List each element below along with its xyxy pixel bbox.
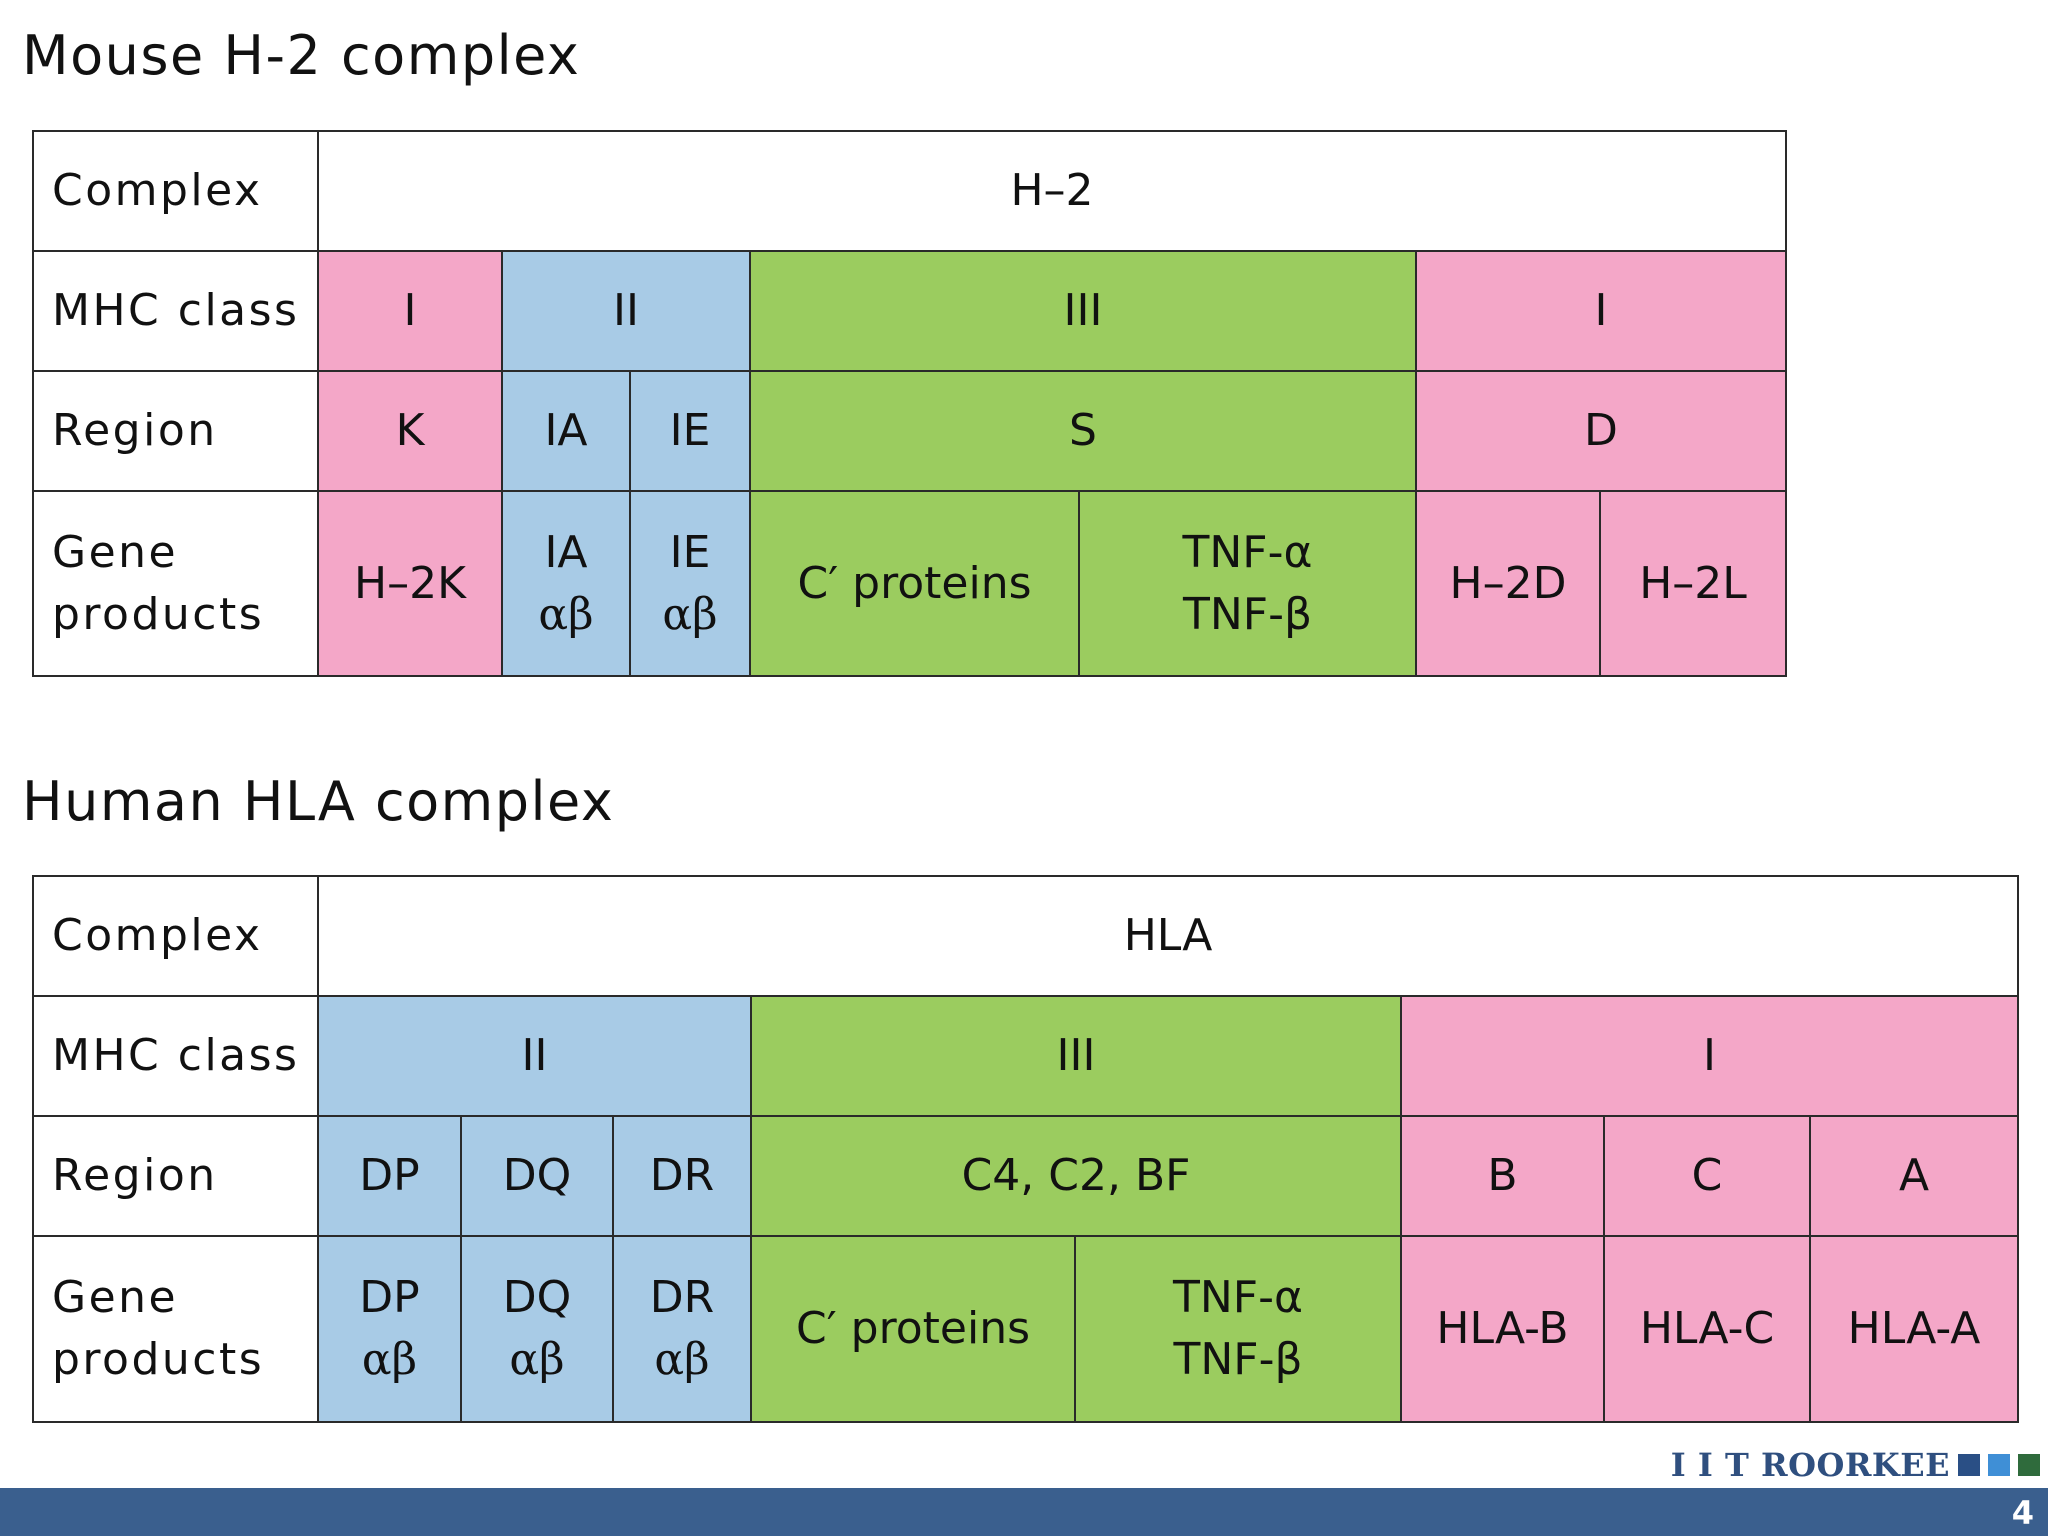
mouse-class-cell: I [1415, 250, 1787, 372]
logo-square-icon [2018, 1454, 2040, 1476]
human-region-cell: B [1400, 1115, 1605, 1237]
gene-name: TNF-α [1182, 526, 1313, 578]
human-label-complex: Complex [32, 875, 319, 997]
human-region-cell: A [1808, 1115, 2020, 1237]
mouse-class-cell: III [749, 250, 1417, 372]
mouse-row-gene-products: Gene products H–2K IA αβ IE αβ C′ protei… [32, 490, 1787, 677]
footer-bar: 4 [0, 1488, 2048, 1536]
human-label-region: Region [32, 1115, 319, 1237]
mouse-gene-c-proteins: C′ proteins [749, 490, 1080, 677]
mouse-region-cell: K [317, 370, 503, 492]
human-class-cell: II [317, 995, 752, 1117]
mouse-gene-h2l: H–2L [1599, 490, 1787, 677]
human-region-cell: DR [612, 1115, 752, 1237]
gene-chains: αβ [361, 1334, 418, 1385]
mouse-label-mhc-class: MHC class [32, 250, 319, 372]
mouse-region-cell: IE [629, 370, 751, 492]
logo-square-icon [1988, 1454, 2010, 1476]
gene-chains: αβ [654, 1334, 710, 1385]
mouse-h2-table: Complex H–2 MHC class I II III I Region … [32, 130, 1787, 677]
gene-chains: αβ [662, 588, 718, 640]
iit-roorkee-logo: I I T ROORKEE [1671, 1446, 2040, 1484]
label-line: Gene [52, 526, 179, 578]
gene-chains: αβ [509, 1334, 565, 1385]
human-gene-hla-a: HLA-A [1808, 1235, 2020, 1423]
human-gene-tnf: TNF-α TNF-β [1074, 1235, 1402, 1423]
human-region-cell: C4, C2, BF [750, 1115, 1402, 1237]
label-line: products [52, 1334, 265, 1385]
human-class-cell: I [1399, 995, 2020, 1117]
gene-name: DQ [502, 1272, 572, 1323]
human-gene-c-proteins: C′ proteins [750, 1235, 1076, 1423]
human-label-gene-products: Gene products [32, 1235, 319, 1423]
human-row-gene-products: Gene products DP αβ DQ αβ DR αβ C′ prote… [32, 1235, 2020, 1423]
mouse-label-complex: Complex [32, 130, 319, 252]
mouse-row-mhc-class: MHC class I II III I [32, 250, 1787, 372]
mouse-gene-tnf: TNF-α TNF-β [1078, 490, 1417, 677]
mouse-label-region: Region [32, 370, 319, 492]
label-line: products [52, 588, 265, 640]
gene-name: TNF-β [1182, 588, 1313, 640]
mouse-gene-h2k: H–2K [317, 490, 503, 677]
human-gene-dq: DQ αβ [460, 1235, 614, 1423]
mouse-label-gene-products: Gene products [32, 490, 319, 677]
page-number: 4 [2011, 1494, 2034, 1532]
human-region-cell: DQ [460, 1115, 614, 1237]
mouse-row-complex: Complex H–2 [32, 130, 1787, 252]
human-region-cell: DP [317, 1115, 462, 1237]
mouse-section-title: Mouse H-2 complex [22, 24, 581, 87]
mouse-gene-ie: IE αβ [629, 490, 751, 677]
human-gene-hla-c: HLA-C [1603, 1235, 1811, 1423]
gene-name: DR [649, 1272, 715, 1323]
human-gene-hla-b: HLA-B [1400, 1235, 1605, 1423]
gene-name: IE [669, 526, 711, 578]
logo-square-icon [1958, 1454, 1980, 1476]
human-row-region: Region DP DQ DR C4, C2, BF B C A [32, 1115, 2020, 1237]
human-complex-value: HLA [316, 875, 2020, 997]
mouse-gene-h2d: H–2D [1415, 490, 1601, 677]
logo-text: I I T ROORKEE [1670, 1446, 1950, 1484]
human-gene-dr: DR αβ [612, 1235, 752, 1423]
gene-name: TNF-β [1173, 1334, 1303, 1385]
mouse-class-cell: II [501, 250, 751, 372]
mouse-gene-ia: IA αβ [501, 490, 631, 677]
human-label-mhc-class: MHC class [32, 995, 319, 1117]
human-gene-dp: DP αβ [317, 1235, 462, 1423]
mouse-complex-value: H–2 [317, 130, 1787, 252]
label-line: Gene [52, 1272, 179, 1323]
human-class-cell: III [750, 995, 1402, 1117]
human-row-complex: Complex HLA [32, 875, 2020, 997]
gene-chains: αβ [538, 588, 594, 640]
gene-name: IA [544, 526, 588, 578]
mouse-row-region: Region K IA IE S D [32, 370, 1787, 492]
mouse-region-cell: IA [501, 370, 631, 492]
human-row-mhc-class: MHC class II III I [32, 995, 2020, 1117]
mouse-class-cell: I [317, 250, 503, 372]
mouse-region-cell: D [1415, 370, 1787, 492]
human-region-cell: C [1603, 1115, 1811, 1237]
human-section-title: Human HLA complex [22, 770, 615, 833]
gene-name: DP [359, 1272, 420, 1323]
gene-name: TNF-α [1173, 1272, 1303, 1323]
human-hla-table: Complex HLA MHC class II III I Region DP… [32, 875, 2020, 1423]
mouse-region-cell: S [749, 370, 1417, 492]
